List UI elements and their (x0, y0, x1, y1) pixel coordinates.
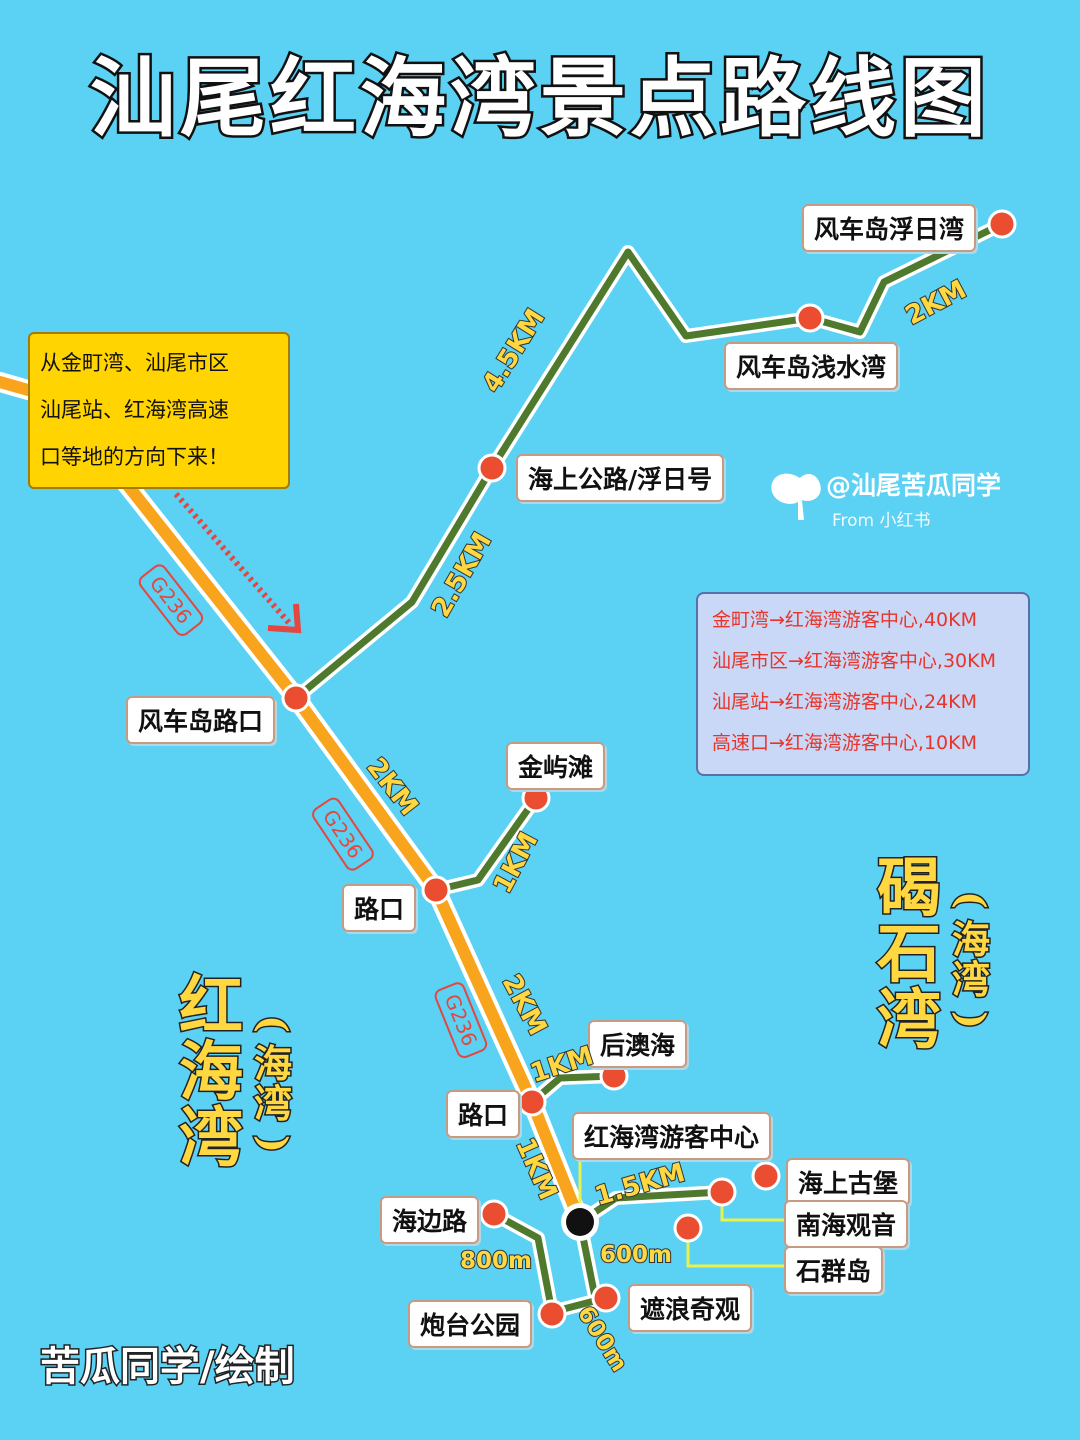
poi-dot[interactable] (795, 303, 825, 333)
poi-dot[interactable] (479, 1199, 509, 1229)
bay-char: 海 (950, 917, 991, 962)
poi-dot[interactable] (707, 1177, 737, 1207)
bay-name-east: 碣 石 湾 (874, 851, 944, 1058)
bay-char: ( (250, 1014, 298, 1035)
bay-char: 湾 (252, 1081, 293, 1126)
bay-char: 海 (178, 1035, 245, 1110)
place-visitor-center[interactable]: 红海湾游客中心 (572, 1112, 772, 1160)
distance-row: 金町湾→红海湾游客中心,40KM (712, 609, 977, 631)
bay-type-east: ( 海 湾 ) (948, 880, 996, 1040)
bay-char: 海 (252, 1041, 293, 1086)
poi-dot[interactable] (673, 1213, 703, 1243)
author-handle: @汕尾苦瓜同学 (826, 471, 1002, 500)
bay-char: ) (948, 1010, 996, 1031)
bay-char: 湾 (178, 1101, 245, 1176)
place-houaohai[interactable]: 后澳海 (588, 1020, 688, 1068)
chevron-arrow-icon (173, 492, 302, 634)
place-haishang-gubao[interactable]: 海上古堡 (786, 1158, 911, 1206)
note-line: 从金町湾、汕尾市区 (40, 351, 229, 375)
place-shiqundao[interactable]: 石群岛 (784, 1246, 884, 1294)
side-road-segment (292, 220, 1006, 702)
segment-distance: 800m (459, 1247, 533, 1275)
place-haibian-lu[interactable]: 海边路 (380, 1196, 480, 1244)
bay-char: 红 (178, 969, 245, 1044)
poi-dot[interactable] (517, 1087, 547, 1117)
poi-dot[interactable] (537, 1299, 567, 1329)
bay-char: ) (250, 1134, 298, 1155)
poi-dot[interactable] (987, 209, 1017, 239)
place-fengchedao-furi[interactable]: 风车岛浮日湾 (802, 204, 977, 252)
poi-dot[interactable] (591, 1283, 621, 1313)
author-source: From 小红书 (832, 511, 931, 531)
side-road-segment (490, 1210, 556, 1316)
distance-row: 汕尾站→红海湾游客中心,24KM (712, 691, 977, 713)
place-paotai-gongyuan[interactable]: 炮台公园 (408, 1300, 533, 1348)
poi-dots (281, 209, 1017, 1329)
place-fengchedao-lukou[interactable]: 风车岛路口 (126, 696, 276, 744)
place-zhelang-qiguan[interactable]: 遮浪奇观 (628, 1284, 753, 1332)
bay-type-west: ( 海 湾 ) (250, 1004, 298, 1164)
place-lukou-2[interactable]: 路口 (446, 1090, 521, 1138)
note-line: 汕尾站、红海湾高速 (40, 398, 229, 422)
black-circle-marker[interactable] (561, 1203, 599, 1241)
poi-dot[interactable] (421, 875, 451, 905)
bay-name-west: 红 海 湾 (176, 969, 246, 1176)
note-line: 口等地的方向下来！ (40, 445, 229, 469)
bay-char: 碣 (876, 851, 943, 926)
segment-distance: 600m (599, 1241, 673, 1269)
place-fengchedao-qianshui[interactable]: 风车岛浅水湾 (724, 342, 899, 390)
page-title: 汕尾红海湾景点路线图 (88, 47, 990, 152)
main-road-g236 (0, 372, 590, 1232)
poi-dot[interactable] (477, 453, 507, 483)
bay-char: 石 (876, 917, 943, 992)
bay-char: 湾 (950, 957, 991, 1002)
direction-note: 从金町湾、汕尾市区 汕尾站、红海湾高速 口等地的方向下来！ (28, 332, 290, 489)
bay-char: 湾 (876, 983, 943, 1058)
bay-char: ( (948, 890, 996, 911)
distance-row: 汕尾市区→红海湾游客中心,30KM (712, 650, 996, 672)
distance-row: 高速口→红海湾游客中心,10KM (712, 732, 977, 754)
poi-dot[interactable] (751, 1161, 781, 1191)
place-haishang-gonglu[interactable]: 海上公路/浮日号 (516, 454, 725, 502)
poi-dot[interactable] (281, 683, 311, 713)
heart-sprout-icon (771, 473, 821, 520)
place-jinyutan[interactable]: 金屿滩 (506, 742, 606, 790)
place-lukou-1[interactable]: 路口 (342, 884, 417, 932)
credit-text: 苦瓜同学/绘制 (39, 1343, 297, 1392)
place-nanhai-guanyin[interactable]: 南海观音 (784, 1200, 909, 1248)
distance-table: 金町湾→红海湾游客中心,40KM 汕尾市区→红海湾游客中心,30KM 汕尾站→红… (696, 592, 1030, 776)
